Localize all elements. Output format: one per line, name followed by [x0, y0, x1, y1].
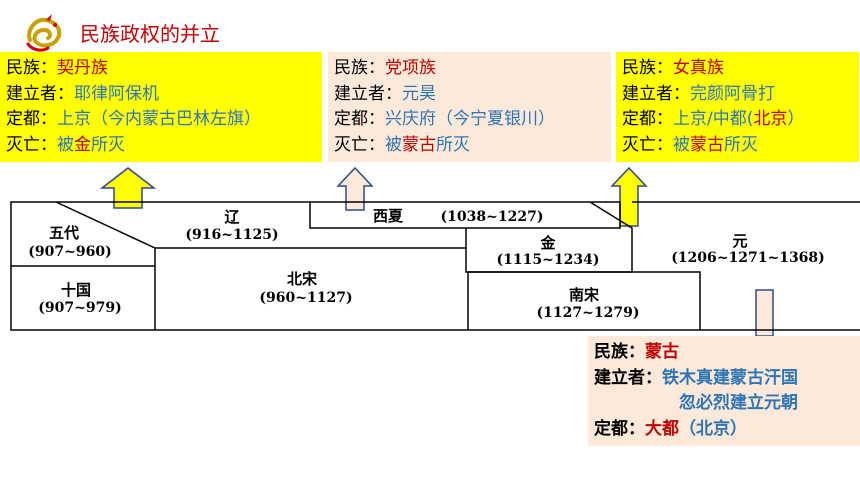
liao-ethnic-value: 契丹族: [57, 58, 108, 78]
dragon-logo-icon: [26, 14, 62, 52]
founder-label: 建立者：: [594, 367, 662, 388]
yuan-years: (1206~1271~1368): [671, 250, 825, 266]
nansong-region: [467, 271, 701, 331]
xixia-ethnic-value: 党项族: [385, 58, 436, 78]
liao-capital-value: 上京（今内蒙古巴林左旗）: [57, 109, 261, 129]
yuan-founder-value-2: 忽必烈建立元朝: [679, 393, 798, 413]
liao-ethnic-row: 民族：契丹族: [6, 56, 316, 82]
beisong-years: (960~1127): [259, 290, 352, 306]
xixia-fall-conqueror: 蒙古: [402, 134, 436, 155]
jin-ethnic-row: 民族：女真族: [622, 56, 853, 82]
capital-label: 定都：: [334, 109, 385, 129]
jin-name: 金: [539, 234, 556, 252]
yuan-name: 元: [732, 232, 747, 250]
shiguo-name: 十国: [61, 281, 91, 299]
jin-capital-value-a: 上京/中都(: [673, 109, 754, 129]
xixia-name: 西夏: [373, 207, 404, 225]
yuan-info-box: 民族：蒙古 建立者：铁木真建蒙古汗国 忽必烈建立元朝 定都：大都（北京）: [588, 336, 860, 446]
liao-founder-row: 建立者：耶律阿保机: [6, 82, 316, 108]
jin-founder-row: 建立者：完颜阿骨打: [622, 82, 853, 108]
liao-capital-row: 定都：上京（今内蒙古巴林左旗）: [6, 107, 316, 133]
ethnic-label: 民族：: [594, 342, 645, 362]
xixia-years: (1038~1227): [441, 209, 544, 225]
jin-capital-row: 定都：上京/中都(北京）: [622, 107, 853, 133]
ethnic-label: 民族：: [6, 58, 57, 78]
jin-fall-prefix: 被: [673, 134, 690, 155]
jin-right-edge: [589, 201, 633, 272]
fall-label: 灭亡：: [6, 134, 57, 155]
jin-fall-conqueror: 蒙古: [690, 134, 724, 155]
jin-fall-suffix: 所灭: [724, 134, 758, 155]
fall-label: 灭亡：: [622, 134, 673, 155]
xixia-capital-row: 定都：兴庆府（今宁夏银川）: [334, 107, 605, 133]
founder-label: 建立者：: [334, 83, 402, 104]
liao-years: (916~1125): [185, 227, 278, 243]
liao-arrow: [99, 167, 157, 209]
yuan-founder-value: 铁木真建蒙古汗国: [662, 367, 798, 388]
jin-info-box: 民族：女真族 建立者：完颜阿骨打 定都：上京/中都(北京） 灭亡：被蒙古所灭: [616, 52, 859, 162]
page-title: 民族政权的并立: [80, 22, 220, 46]
yuan-capital-note: （北京）: [679, 418, 747, 439]
beisong-name: 北宋: [287, 270, 318, 288]
liao-fall-suffix: 所灭: [91, 134, 125, 155]
yuan-ethnic-value: 蒙古: [645, 342, 679, 362]
nansong-years: (1127~1279): [537, 305, 640, 321]
xixia-founder-row: 建立者：元昊: [334, 82, 605, 108]
liao-fall-conqueror: 金: [74, 134, 91, 155]
xixia-founder-value: 元昊: [402, 83, 436, 104]
xixia-capital-value: 兴庆府（今宁夏银川）: [385, 109, 555, 129]
xixia-region: [309, 201, 621, 229]
jin-ethnic-value: 女真族: [673, 58, 724, 78]
ethnic-label: 民族：: [334, 58, 385, 78]
jin-years: (1115~1234): [497, 252, 600, 268]
liao-founder-value: 耶律阿保机: [74, 83, 159, 104]
yuan-connector: [755, 289, 774, 337]
liao-info-box: 民族：契丹族 建立者：耶律阿保机 定都：上京（今内蒙古巴林左旗） 灭亡：被金所灭: [0, 52, 322, 162]
nansong-name: 南宋: [569, 286, 600, 304]
jin-arrow: [610, 166, 648, 227]
yuan-ethnic-row: 民族：蒙古: [594, 340, 854, 366]
xixia-arrow: [336, 166, 374, 211]
liao-beisong-divider: [55, 201, 466, 249]
fall-label: 灭亡：: [334, 134, 385, 155]
jin-fall-row: 灭亡：被蒙古所灭: [622, 133, 853, 159]
liao-name: 辽: [224, 208, 239, 226]
liao-fall-row: 灭亡：被金所灭: [6, 133, 316, 159]
yuan-capital-value: 大都: [645, 418, 679, 439]
jin-capital-value-c: ）: [787, 109, 805, 129]
capital-label: 定都：: [594, 418, 645, 439]
jin-capital-value-b: 北京: [753, 109, 788, 129]
founder-label: 建立者：: [6, 83, 74, 104]
yuan-capital-row: 定都：大都（北京）: [594, 417, 854, 443]
xixia-fall-row: 灭亡：被蒙古所灭: [334, 133, 605, 159]
xixia-ethnic-row: 民族：党项族: [334, 56, 605, 82]
yuan-founder-row: 建立者：铁木真建蒙古汗国: [594, 366, 854, 392]
wudai-years: (907~960): [28, 244, 111, 260]
liao-fall-prefix: 被: [57, 134, 74, 155]
wudai-name: 五代: [49, 224, 79, 242]
capital-label: 定都：: [622, 109, 673, 129]
ethnic-label: 民族：: [622, 58, 673, 78]
founder-label: 建立者：: [622, 83, 690, 104]
yuan-founder-row-2: 忽必烈建立元朝: [594, 391, 854, 417]
shiguo-years: (907~979): [38, 300, 121, 316]
xixia-info-box: 民族：党项族 建立者：元昊 定都：兴庆府（今宁夏银川） 灭亡：被蒙古所灭: [328, 52, 611, 162]
capital-label: 定都：: [6, 109, 57, 129]
xixia-fall-suffix: 所灭: [436, 134, 470, 155]
jin-founder-value: 完颜阿骨打: [690, 83, 775, 104]
xixia-fall-prefix: 被: [385, 134, 402, 155]
